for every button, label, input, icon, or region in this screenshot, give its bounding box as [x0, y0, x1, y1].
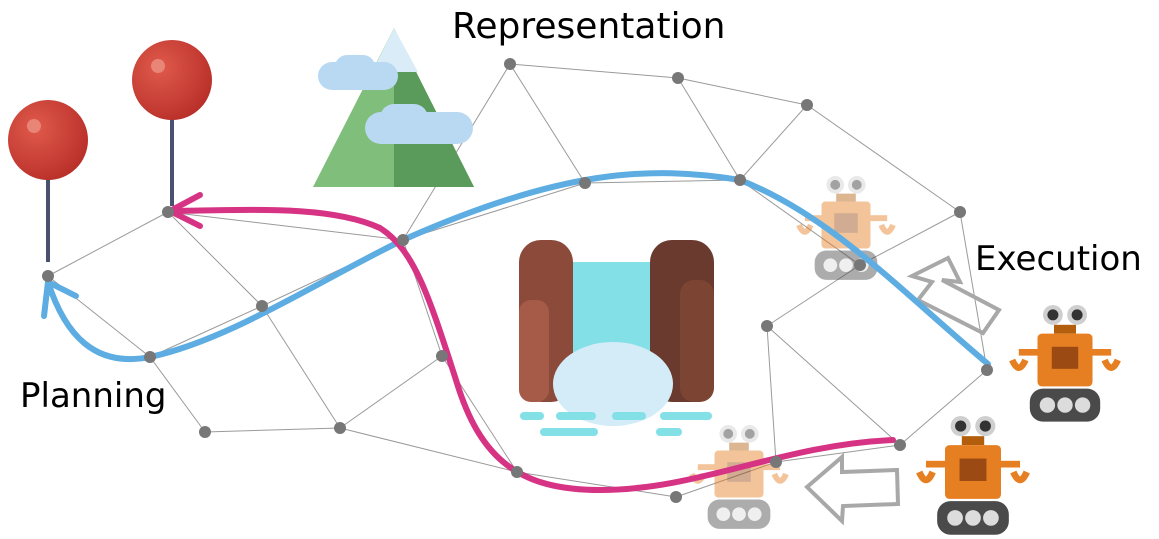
robot-icon [799, 176, 893, 280]
robot-icon [919, 416, 1027, 535]
magenta-arrowhead [167, 192, 203, 229]
map-pin-icon [8, 100, 88, 262]
graph-nodes [42, 58, 993, 503]
execution-label: Execution [975, 239, 1142, 279]
planning-label: Planning [20, 376, 166, 416]
map-pin-icon [132, 40, 212, 206]
robot-icon [1012, 305, 1118, 422]
mountain-icon [313, 28, 474, 187]
graph-edges [47, 63, 988, 498]
blue-arrowhead [41, 279, 79, 319]
blue-path [45, 170, 991, 367]
representation-label: Representation [452, 6, 725, 47]
waterfall-icon [519, 240, 714, 436]
magenta-path [167, 206, 896, 494]
arrow-icon [804, 452, 901, 526]
arrow-icon [906, 255, 1002, 336]
